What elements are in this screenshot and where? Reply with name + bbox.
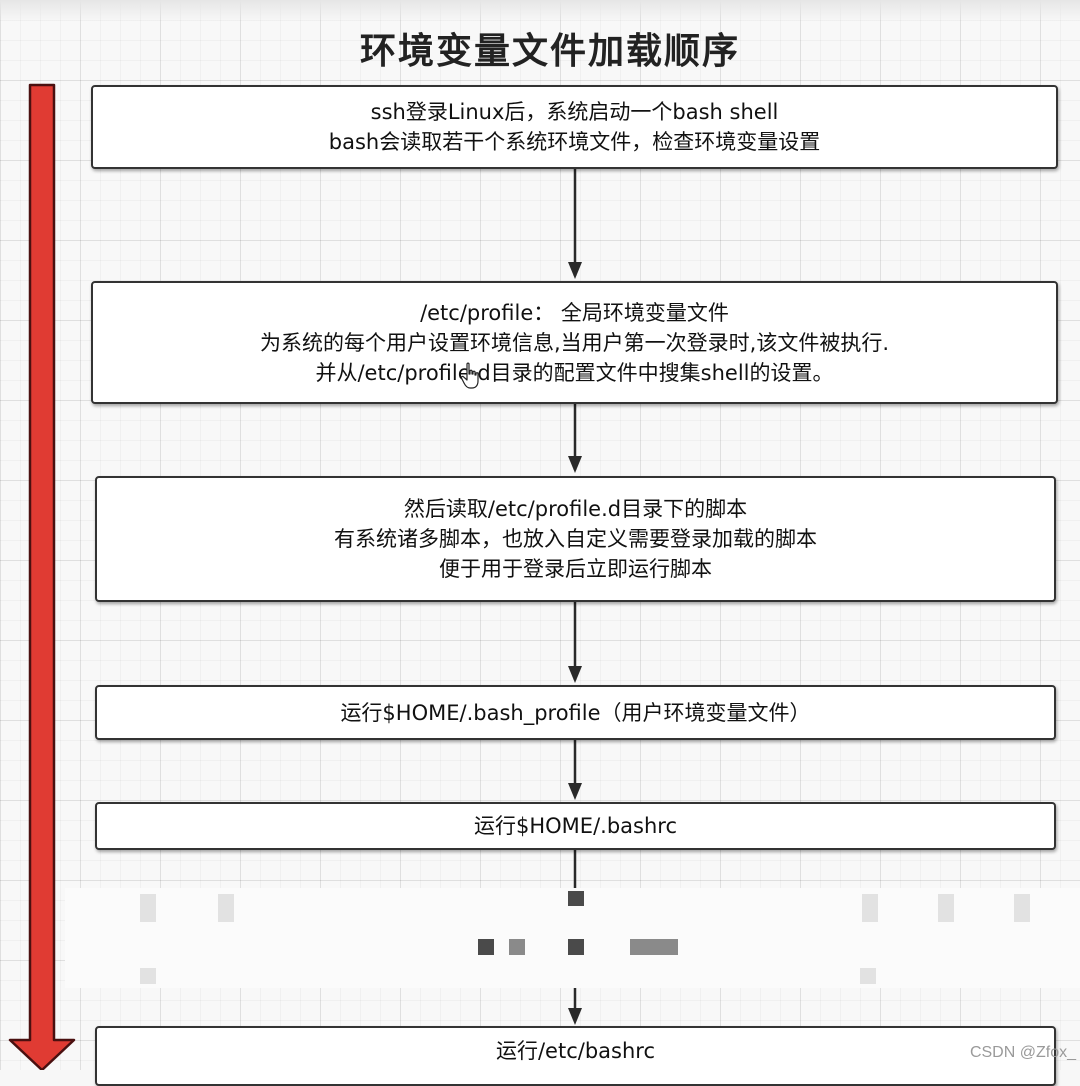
step-box-etc-profile: /etc/profile： 全局环境变量文件 为系统的每个用户设置环境信息,当用…: [91, 281, 1058, 404]
step-box-ssh-login: ssh登录Linux后，系统启动一个bash shell bash会读取若干个系…: [91, 85, 1058, 169]
step-2-line-2: 为系统的每个用户设置环境信息,当用户第一次登录时,该文件被执行.: [259, 330, 890, 355]
watermark: CSDN @Zfox_: [969, 1044, 1076, 1061]
step-box-bashrc: 运行$HOME/.bashrc: [95, 802, 1056, 850]
step-3-line-1: 然后读取/etc/profile.d目录下的脚本: [403, 497, 748, 521]
pixel-block: [568, 939, 584, 955]
hand-pointer-icon: [460, 362, 479, 389]
pixel-block: [478, 939, 494, 955]
step-2-line-1: /etc/profile： 全局环境变量文件: [420, 300, 729, 325]
step-3-line-2: 有系统诸多脚本，也放入自定义需要登录加载的脚本: [334, 527, 817, 551]
diagram-title: 环境变量文件加载顺序: [359, 31, 740, 72]
step-box-bash-profile: 运行$HOME/.bash_profile（用户环境变量文件）: [95, 685, 1056, 740]
step-box-etc-bashrc: 运行/etc/bashrc: [95, 1026, 1056, 1086]
step-2-line-3: 并从/etc/profile.d目录的配置文件中搜集shell的设置。: [315, 360, 834, 385]
pixel-block: [862, 894, 878, 922]
step-1-line-1: ssh登录Linux后，系统启动一个bash shell: [370, 100, 779, 124]
pixel-block: [140, 968, 156, 984]
pixel-block: [218, 894, 234, 922]
step-box-profile-d: 然后读取/etc/profile.d目录下的脚本 有系统诸多脚本，也放入自定义需…: [95, 476, 1056, 602]
step-4-line-1: 运行$HOME/.bash_profile（用户环境变量文件）: [340, 700, 811, 725]
pixel-block: [938, 894, 954, 922]
pixel-block: [509, 939, 525, 955]
pixel-block: [860, 968, 876, 984]
pixel-block: [1014, 894, 1030, 922]
step-6-line-1: 运行/etc/bashrc: [495, 1039, 656, 1063]
step-5-line-1: 运行$HOME/.bashrc: [474, 814, 677, 838]
pixel-block: [140, 894, 156, 922]
step-1-line-2: bash会读取若干个系统环境文件，检查环境变量设置: [328, 130, 821, 154]
pixel-block: [630, 939, 678, 955]
step-3-line-3: 便于用于登录后立即运行脚本: [439, 557, 712, 581]
top-shadow-band: [0, 0, 1080, 22]
pixel-block: [568, 891, 584, 906]
